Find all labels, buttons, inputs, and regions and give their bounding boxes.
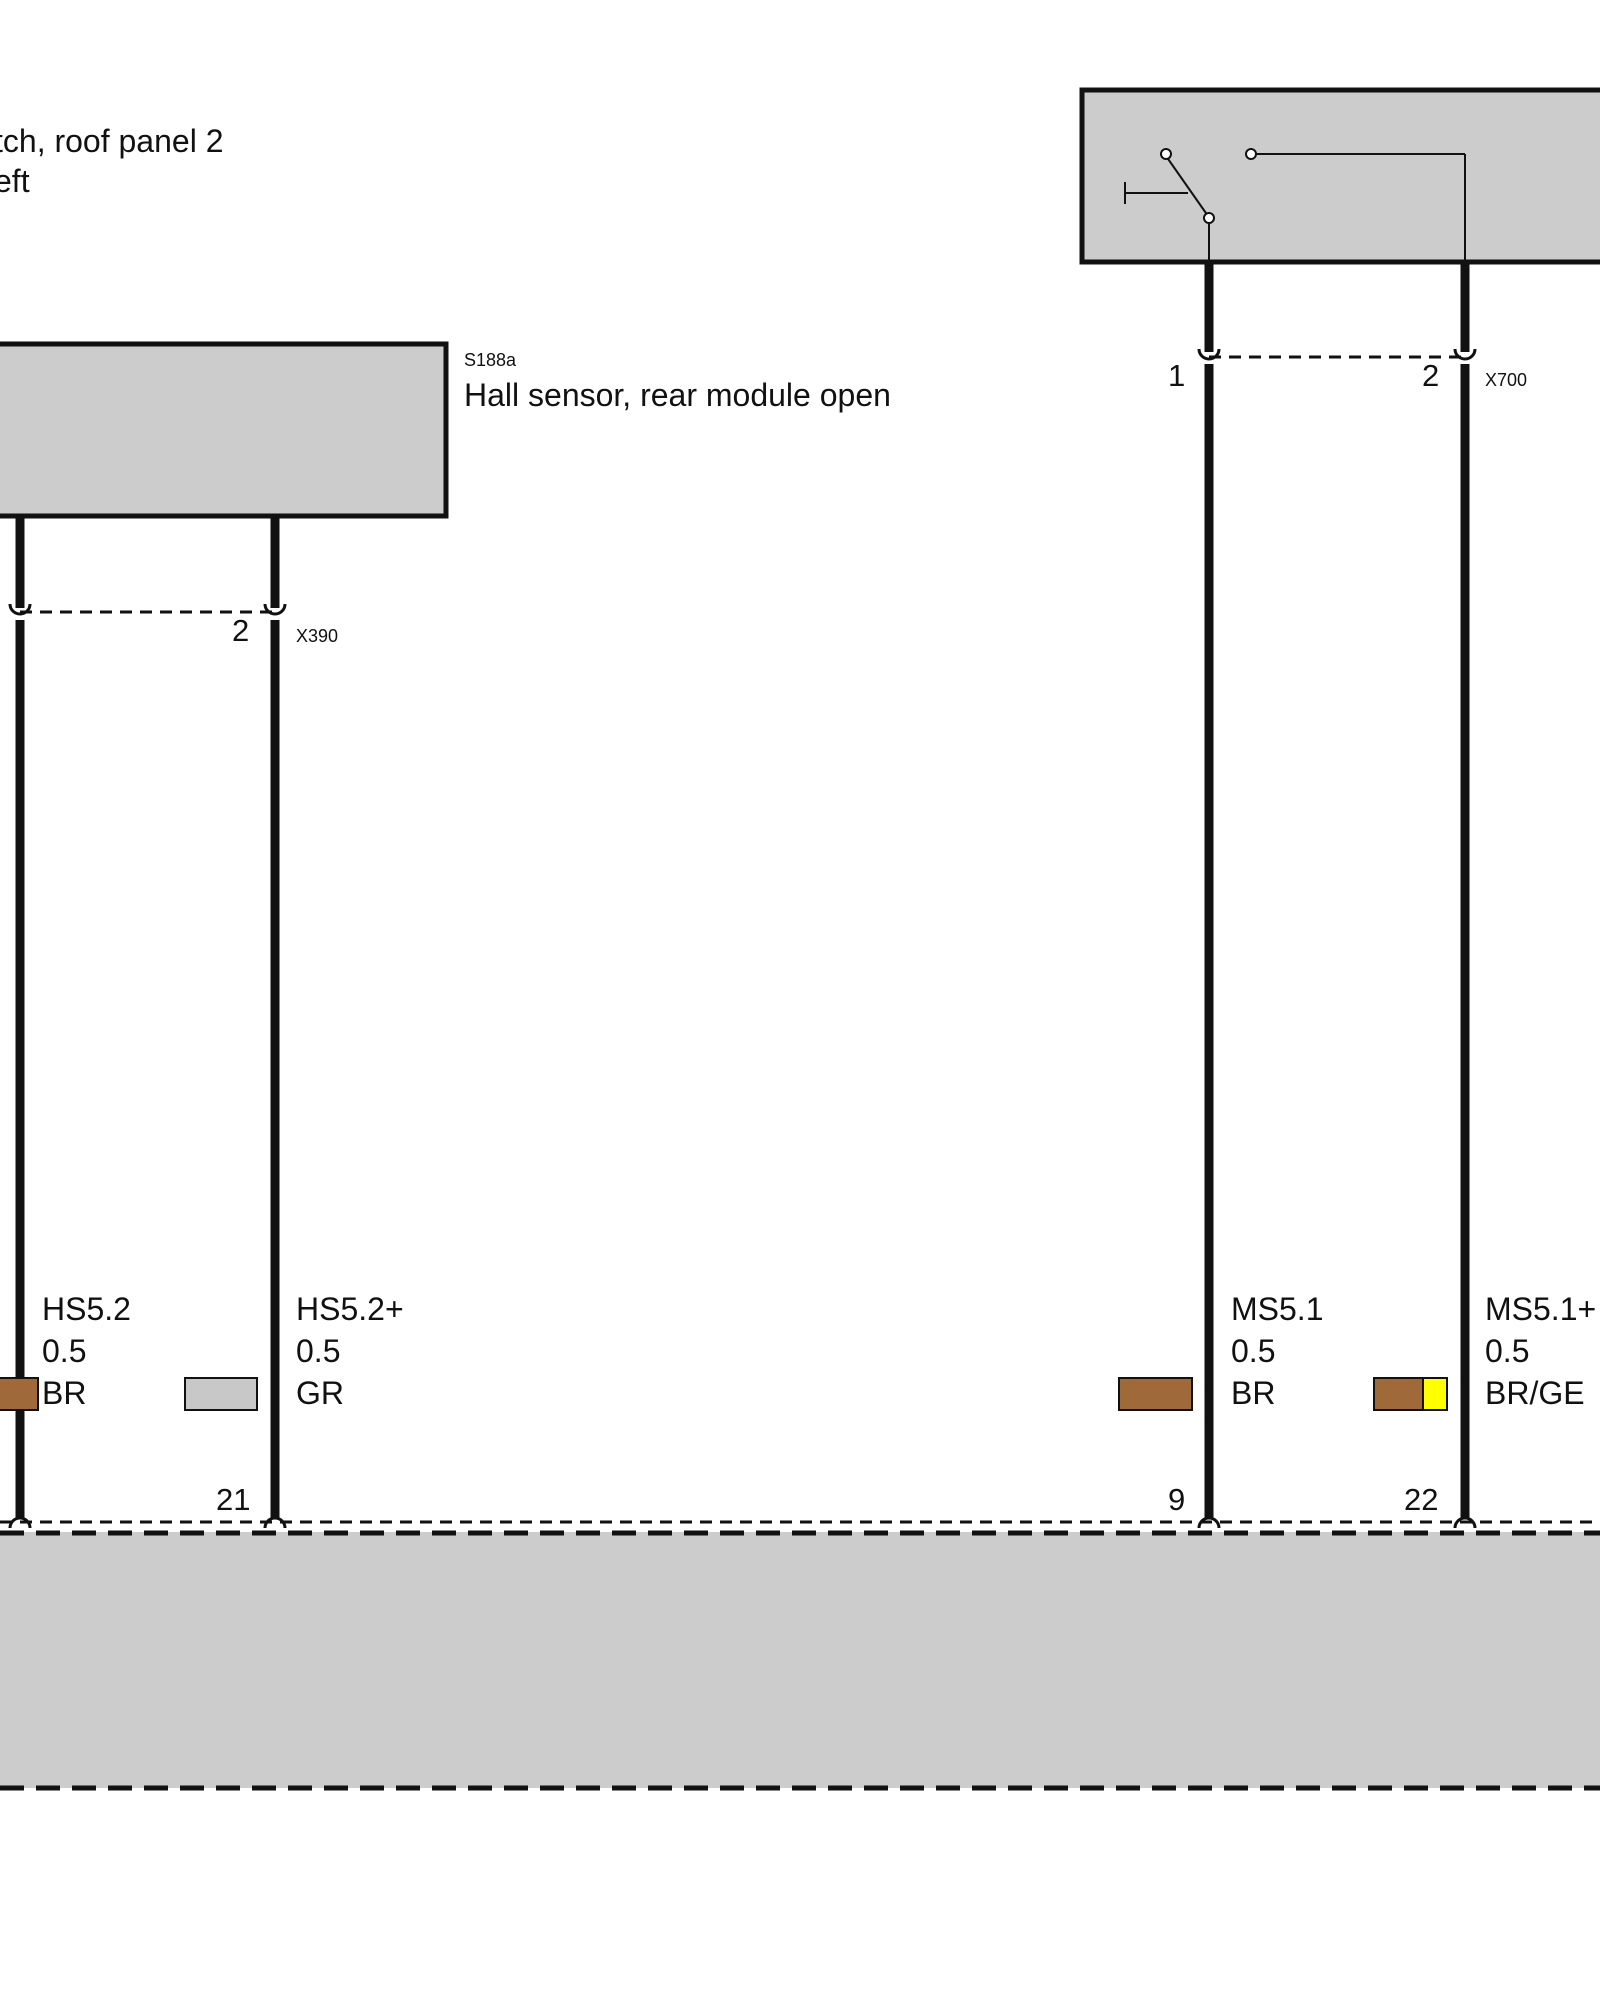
hall-sensor-box — [0, 341, 449, 519]
wire-hs52p-gauge: 0.5 — [296, 1333, 340, 1369]
wire-ms51-signal: MS5.1 — [1231, 1291, 1323, 1327]
switch-label-line2: eft — [0, 163, 30, 199]
wire-hs52-swatch — [0, 1377, 39, 1411]
wire-ms51-pin: 9 — [1168, 1482, 1185, 1517]
wire-ms51p-gauge: 0.5 — [1485, 1333, 1529, 1369]
wire-ms51-swatch — [1118, 1377, 1193, 1411]
switch-label-line1: tch, roof panel 2 — [0, 123, 223, 159]
wires — [15, 262, 1470, 1518]
connector-x700 — [1197, 348, 1477, 361]
x700-pin-1: 1 — [1168, 358, 1185, 393]
control-module-border — [0, 1530, 1600, 1791]
wire-hs52-gauge: 0.5 — [42, 1333, 86, 1369]
x390-pin-2: 2 — [232, 613, 249, 648]
x700-pin-2: 2 — [1422, 358, 1439, 393]
switch-symbol-icon — [1124, 148, 1466, 262]
wire-ms51-gauge: 0.5 — [1231, 1333, 1275, 1369]
wire-ms51p-pin: 22 — [1404, 1482, 1438, 1517]
roof-switch-box — [1079, 87, 1600, 265]
hall-sensor-code: S188a — [464, 350, 517, 370]
wire-hs52p-pin: 21 — [216, 1482, 250, 1517]
wire-ms51p-signal: MS5.1+ — [1485, 1291, 1596, 1327]
wire-ms51p-color: BR/GE — [1485, 1375, 1585, 1411]
connector-x390 — [8, 603, 287, 616]
hall-sensor-name: Hall sensor, rear module open — [464, 377, 891, 413]
wire-hs52p-signal: HS5.2+ — [296, 1291, 404, 1327]
wire-hs52p-swatch — [184, 1377, 258, 1411]
wire-ms51p-swatch — [1373, 1377, 1448, 1411]
x700-label: X700 — [1485, 370, 1527, 390]
control-module-box — [0, 1532, 1600, 1788]
wire-ms51-color: BR — [1231, 1375, 1275, 1411]
x390-label: X390 — [296, 626, 338, 646]
bottom-connector-strip — [0, 1516, 1600, 1529]
wire-hs52-color: BR — [42, 1375, 86, 1411]
wire-hs52-signal: HS5.2 — [42, 1291, 131, 1327]
wire-hs52p-color: GR — [296, 1375, 344, 1411]
